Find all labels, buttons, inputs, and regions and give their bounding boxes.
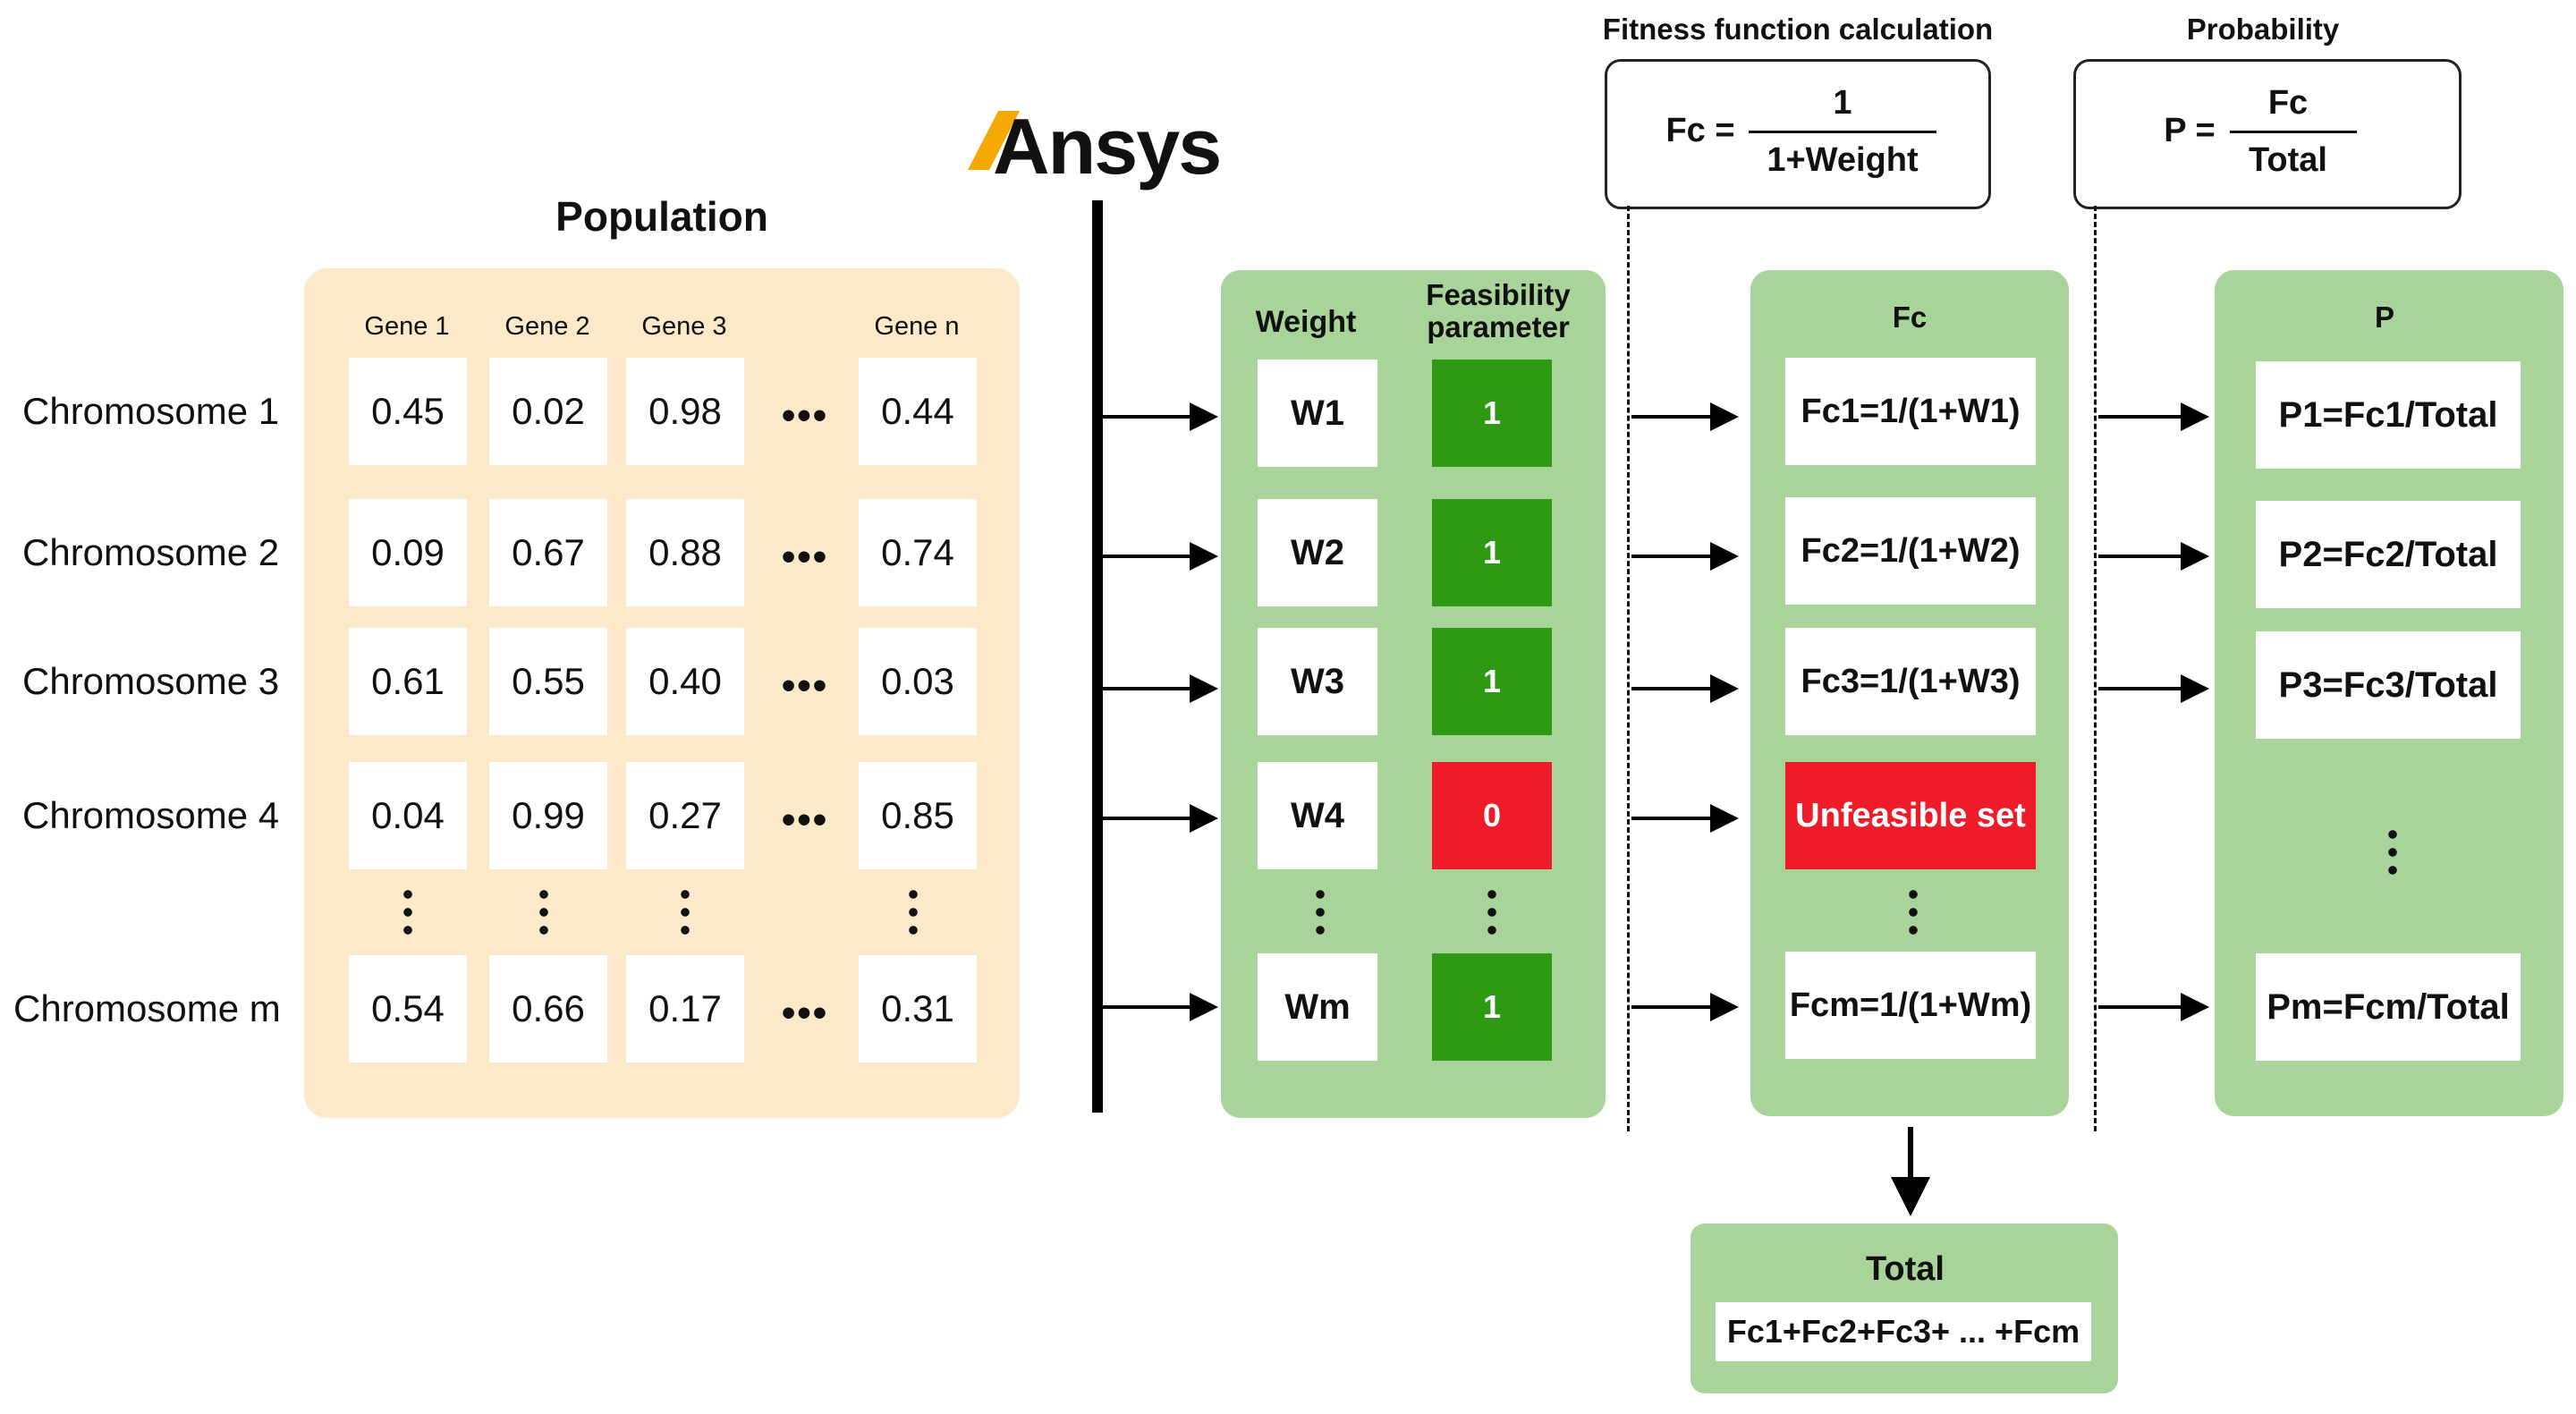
probability-formula-fraction-bar [2230,131,2357,133]
total-title: Total [1866,1249,1945,1288]
fc-cell: Fc3=1/(1+W3) [1785,628,2036,735]
gene-cell: 0.02 [489,358,607,465]
vertical-ellipsis [1483,890,1501,935]
feasibility-cell: 1 [1432,499,1552,606]
p-cell: Pm=Fcm/Total [2256,953,2521,1061]
chromosome-label-3: Chromosome 3 [22,660,280,702]
ansys-divider-line [1092,200,1103,1113]
vertical-ellipsis [535,890,553,935]
fitness-section-title: Fitness function calculation [1602,13,1994,46]
probability-section-title: Probability [2186,13,2340,46]
gene-cell: 0.04 [349,762,467,869]
population-title: Population [555,193,768,240]
fc-panel-header: Fc [1892,301,1928,334]
probability-dashed-line [2094,206,2097,1131]
weight-cell: W1 [1258,360,1377,467]
p-panel-header: P [2374,301,2394,334]
p-cell: P3=Fc3/Total [2256,631,2521,739]
gene-cell: 0.40 [626,628,744,735]
fc-cell: Fc2=1/(1+W2) [1785,497,2036,605]
gene-cell: 0.55 [489,628,607,735]
gene-cell: 0.54 [349,955,467,1063]
total-expression: Fc1+Fc2+Fc3+ ... +Fcm [1716,1302,2091,1361]
weight-cell: W4 [1258,762,1377,869]
feasibility-header: Feasibility parameter [1400,279,1597,351]
p-cell: P1=Fc1/Total [2256,361,2521,469]
unfeasible-set-cell: Unfeasible set [1785,762,2036,869]
fitness-formula-fraction-bar [1749,131,1936,133]
probability-formula-box [2073,59,2462,209]
vertical-ellipsis [904,890,922,935]
gene-cell: 0.03 [859,628,977,735]
horizontal-ellipsis: ••• [781,535,829,579]
probability-formula-lhs: P = [2164,111,2216,149]
gene-header-3: Gene 3 [641,311,727,341]
gene-cell: 0.27 [626,762,744,869]
gene-header-2: Gene 2 [504,311,590,341]
gene-cell: 0.09 [349,499,467,606]
vertical-ellipsis [399,890,417,935]
feasibility-cell: 1 [1432,628,1552,735]
chromosome-label-4: Chromosome 4 [22,794,280,836]
gene-cell: 0.99 [489,762,607,869]
horizontal-ellipsis: ••• [781,664,829,707]
ansys-logo-slash-icon [968,111,1020,170]
ansys-logo: Ansys [966,100,1225,191]
p-cell: P2=Fc2/Total [2256,501,2521,608]
probability-formula-numerator: Fc [2267,83,2309,122]
fitness-dashed-line [1627,206,1630,1131]
gene-cell: 0.67 [489,499,607,606]
horizontal-ellipsis: ••• [781,798,829,842]
gene-cell: 0.85 [859,762,977,869]
gene-cell: 0.88 [626,499,744,606]
feasibility-cell-infeasible: 0 [1432,762,1552,869]
feasibility-cell: 1 [1432,360,1552,467]
vertical-ellipsis [676,890,694,935]
feasibility-cell: 1 [1432,953,1552,1061]
horizontal-ellipsis: ••• [781,394,829,437]
gene-cell: 0.45 [349,358,467,465]
vertical-ellipsis [2384,830,2402,875]
feasibility-header-line1: Feasibility [1426,278,1571,311]
gene-cell: 0.74 [859,499,977,606]
chromosome-label-2: Chromosome 2 [22,531,280,573]
gene-cell: 0.31 [859,955,977,1063]
gene-header-1: Gene 1 [364,311,450,341]
ansys-logo-text: Ansys [993,102,1222,191]
fc-cell: Fcm=1/(1+Wm) [1785,952,2036,1059]
weight-cell: W2 [1258,499,1377,606]
gene-cell: 0.66 [489,955,607,1063]
fitness-formula-lhs: Fc = [1665,111,1735,149]
probability-formula-denominator: Total [2249,140,2327,179]
fitness-formula-box [1605,59,1991,209]
fitness-formula-denominator: 1+Weight [1767,140,1919,179]
feasibility-header-line2: parameter [1427,310,1570,343]
gene-cell: 0.17 [626,955,744,1063]
gene-cell: 0.61 [349,628,467,735]
chromosome-label-1: Chromosome 1 [22,390,280,432]
vertical-ellipsis [1311,890,1329,935]
fc-cell: Fc1=1/(1+W1) [1785,358,2036,465]
vertical-ellipsis [1904,890,1922,935]
down-arrow-icon [1891,1127,1930,1216]
fitness-formula-numerator: 1 [1833,83,1852,122]
chromosome-label-m: Chromosome m [13,987,281,1029]
weight-cell: Wm [1258,953,1377,1061]
horizontal-ellipsis: ••• [781,991,829,1035]
gene-cell: 0.98 [626,358,744,465]
weight-cell: W3 [1258,628,1377,735]
gene-cell: 0.44 [859,358,977,465]
gene-header-n: Gene n [874,311,960,341]
weight-header: Weight [1255,304,1357,339]
